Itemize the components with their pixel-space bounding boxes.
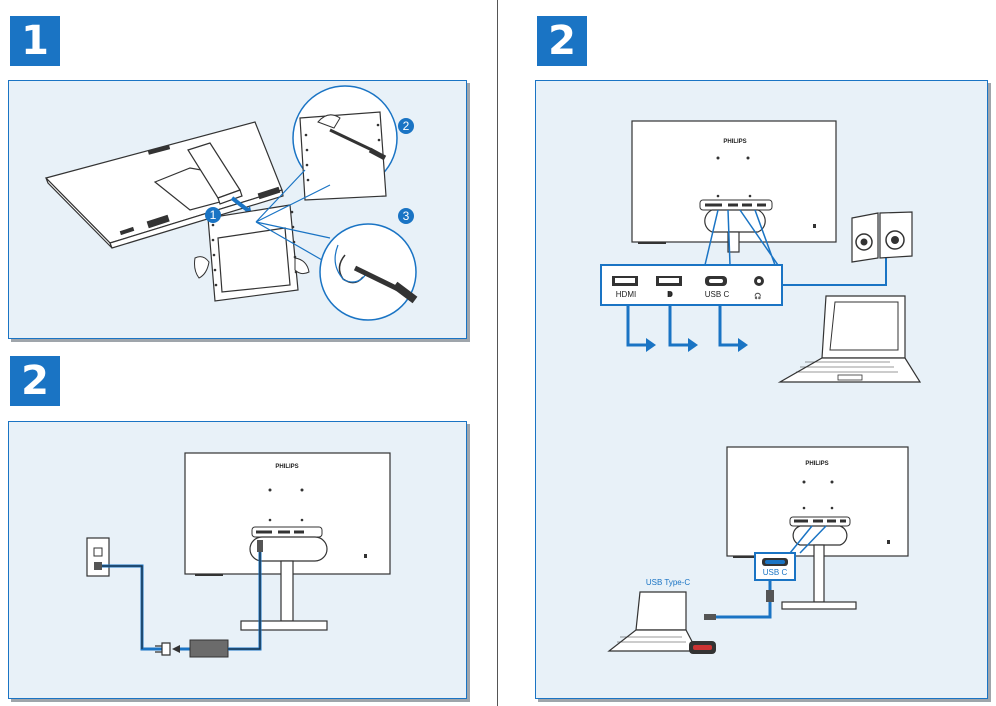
monitor-brand-top: PHILIPS (723, 139, 747, 145)
usb-type-c-label: USB Type-C (645, 578, 691, 587)
usbc-port-label: USB C (704, 290, 730, 299)
step-2-left-badge: 2 (10, 356, 60, 406)
displayport-icon: D (667, 290, 673, 299)
callout-3: 3 (402, 209, 410, 223)
svg-text:🎧: 🎧 (754, 292, 761, 300)
usbc-zoom-label: USB C (762, 568, 788, 577)
step-2-right-badge: 2 (537, 16, 587, 66)
hdmi-port-label: HDMI (615, 290, 637, 299)
monitor-brand-left: PHILIPS (275, 464, 299, 470)
center-divider (497, 0, 498, 706)
callout-1: 1 (209, 208, 217, 222)
monitor-brand-bottom: PHILIPS (805, 461, 829, 467)
step-1-badge: 1 (10, 16, 60, 66)
callout-2: 2 (402, 119, 410, 133)
